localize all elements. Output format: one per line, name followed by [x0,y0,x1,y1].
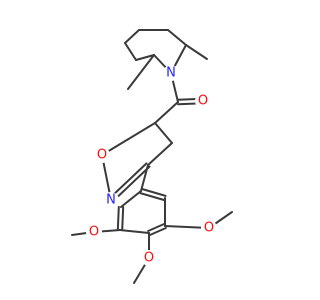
atom-label-N1: N [166,66,176,81]
bond-A3-A4 [119,229,150,234]
bond-C_co-C5 [154,101,179,124]
double-bond-A6-A1 [140,187,167,197]
bond-C5-O_ring [101,122,156,156]
bond-A1-A2 [120,190,142,208]
atom-label-O_meta_left: O [89,225,99,240]
double-bond-A2-A3 [116,205,120,231]
double-bond-A4-A5 [148,227,167,237]
atom-label-O_ring: O [97,148,107,163]
atom-background-N_ring [103,192,119,208]
atom-background-O_meta_right [201,220,217,236]
atom-background-O_meta_left [86,224,102,240]
molecule-structure: N O O N O O O [71,29,233,284]
bond-C_pipC-C_pipD [124,29,140,44]
atom-label-O_carbonyl: O [198,94,208,109]
atom-background-O_para [141,250,157,266]
double-bond-A2-A3 [121,206,125,232]
bond-C4-C5 [154,122,173,144]
atom-label-N_ring: N [106,193,116,208]
bond-C3-A1 [140,164,149,192]
bond-C_pipE-C_pipF [167,29,187,46]
atom-label-layer: N O O N O O O [86,65,217,266]
atom-background-N1 [163,65,179,81]
atom-label-O_para: O [144,251,154,266]
double-bond-A4-A5 [147,222,166,232]
bond-C_pipF-C_me1 [185,44,208,60]
double-bond-A6-A1 [139,192,166,202]
bond-C3-C4 [147,142,173,166]
atom-background-O_ring [94,147,110,163]
atom-background-O_carbonyl [195,93,211,109]
bond-layer [71,29,233,284]
bond-C_pipA-C_pipB [135,54,155,61]
bond-C_pipA-C_me2 [127,54,155,90]
double-bond-N_ring-C3 [108,162,148,200]
bond-C_pipB-C_pipC [124,42,137,61]
atom-label-O_meta_right: O [204,221,214,236]
double-bond-N_ring-C3 [111,165,151,203]
